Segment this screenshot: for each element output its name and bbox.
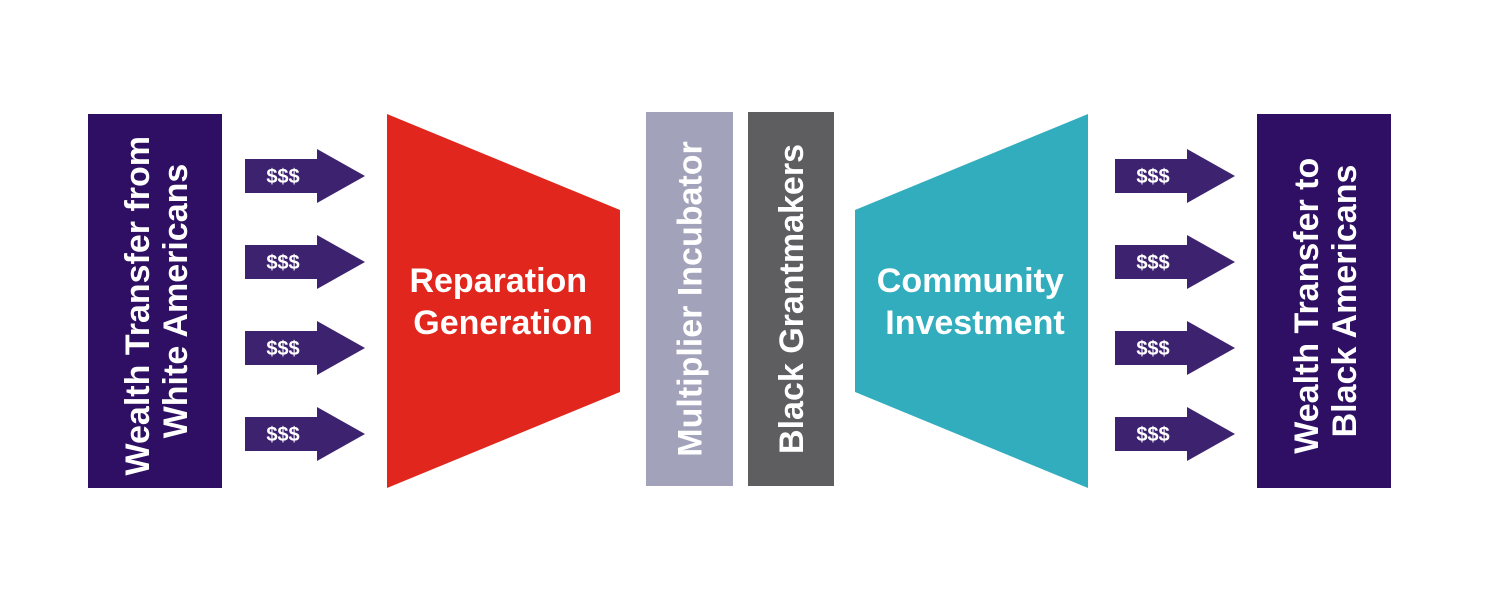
right-arrows: $$$ $$$ $$$ $$$ — [1115, 149, 1235, 461]
arrow-shape — [245, 321, 365, 375]
right-arrow-2: $$$ — [1115, 235, 1235, 289]
black-grantmakers: Black Grantmakers — [748, 112, 834, 486]
left-arrow-4: $$$ — [245, 407, 365, 461]
arrow-label: $$$ — [266, 252, 299, 274]
multiplier-incubator: Multiplier Incubator — [646, 112, 733, 486]
destination-line-1: Wealth Transfer to — [1288, 158, 1326, 454]
reparation-line-1: Reparation — [409, 262, 587, 300]
arrow-shape — [245, 407, 365, 461]
multiplier-incubator-text: Multiplier Incubator — [672, 141, 710, 456]
reparation-funnel-shape — [387, 114, 620, 488]
community-label: Community Investment — [877, 262, 1073, 342]
left-arrow-2: $$$ — [245, 235, 365, 289]
reparation-line-2: Generation — [413, 304, 592, 342]
arrow-label: $$$ — [1136, 166, 1169, 188]
community-funnel: Community Investment — [855, 114, 1088, 488]
right-arrow-3: $$$ — [1115, 321, 1235, 375]
source-box-label: Wealth Transfer from White Americans — [119, 127, 195, 476]
left-arrow-1: $$$ — [245, 149, 365, 203]
multiplier-incubator-label: Multiplier Incubator — [672, 141, 710, 456]
community-line-2: Investment — [885, 304, 1065, 342]
source-line-2: White Americans — [157, 164, 195, 439]
destination-box: Wealth Transfer to Black Americans — [1257, 114, 1391, 488]
reparation-funnel: Reparation Generation — [387, 114, 620, 488]
multiplier-incubator-bg — [646, 112, 733, 486]
left-arrows: $$$ $$$ $$$ $$$ — [245, 149, 365, 461]
right-arrow-1: $$$ — [1115, 149, 1235, 203]
destination-box-bg — [1257, 114, 1391, 488]
arrow-label: $$$ — [266, 338, 299, 360]
black-grantmakers-label: Black Grantmakers — [773, 144, 811, 454]
arrow-label: $$$ — [266, 424, 299, 446]
black-grantmakers-text: Black Grantmakers — [773, 144, 811, 454]
arrow-label: $$$ — [1136, 338, 1169, 360]
left-arrow-3: $$$ — [245, 321, 365, 375]
arrow-shape — [1115, 407, 1235, 461]
destination-box-label: Wealth Transfer to Black Americans — [1288, 148, 1364, 453]
arrow-label: $$$ — [266, 166, 299, 188]
arrow-shape — [1115, 235, 1235, 289]
arrow-shape — [245, 235, 365, 289]
arrow-shape — [1115, 321, 1235, 375]
arrow-label: $$$ — [1136, 252, 1169, 274]
source-box: Wealth Transfer from White Americans — [88, 114, 222, 488]
destination-line-2: Black Americans — [1326, 165, 1364, 438]
black-grantmakers-bg — [748, 112, 834, 486]
arrow-shape — [1115, 149, 1235, 203]
arrow-label: $$$ — [1136, 424, 1169, 446]
source-box-bg — [88, 114, 222, 488]
source-line-1: Wealth Transfer from — [119, 136, 157, 475]
right-arrow-4: $$$ — [1115, 407, 1235, 461]
arrow-shape — [245, 149, 365, 203]
community-line-1: Community — [877, 262, 1064, 300]
community-funnel-shape — [855, 114, 1088, 488]
reparation-label: Reparation Generation — [409, 262, 596, 342]
